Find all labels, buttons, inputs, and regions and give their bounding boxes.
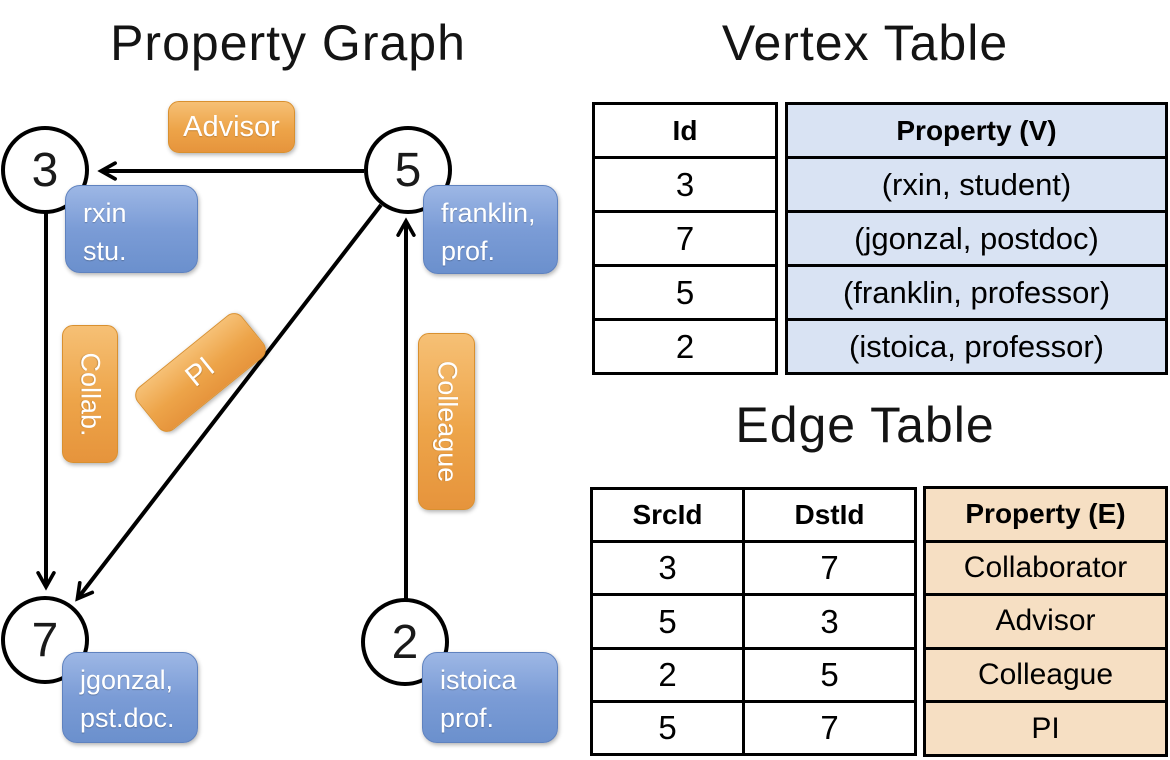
node-5-property-line1: franklin, (441, 198, 536, 228)
node-2-property-card: istoica prof. (422, 652, 558, 743)
vertex-table-title: Vertex Table (721, 15, 1009, 71)
node-7-property-line2: pst.doc. (80, 702, 175, 733)
edge-row-srcid: 5 (593, 596, 745, 647)
graph-edges-layer (0, 0, 580, 760)
edge-table-title: Edge Table (735, 397, 995, 453)
edge-row-property: Colleague (926, 646, 1165, 701)
node-2-property-line2: prof. (440, 702, 495, 733)
property-graph-title: Property Graph (110, 15, 466, 71)
edge-table-property-column: Property (E) Collaborator Advisor Collea… (923, 486, 1168, 757)
edge-label-colleague: Colleague (418, 333, 475, 510)
edge-label-pi-text: PI (179, 351, 221, 394)
edge-table-header-srcid: SrcId (593, 490, 745, 541)
node-3-property-line1: rxin (83, 198, 127, 228)
node-7-id: 7 (31, 613, 59, 667)
vertex-table-id-column: Id 3 7 5 2 (592, 102, 778, 375)
node-circle-2: 2 (361, 598, 449, 686)
vertex-row-property: (franklin, professor) (788, 264, 1165, 318)
node-3-id: 3 (31, 143, 59, 197)
edge-row-property: PI (926, 700, 1165, 754)
edge-table-header-property: Property (E) (926, 489, 1165, 540)
edge-row-srcid: 5 (593, 702, 745, 754)
vertex-row-id: 5 (595, 264, 775, 318)
edge-row-srcid: 3 (593, 543, 745, 594)
node-7-property-line1: jgonzal, (80, 665, 174, 695)
vertex-table-header-id: Id (672, 114, 698, 146)
edge-table-id-columns: SrcId DstId 3 7 5 3 2 5 5 7 (590, 487, 917, 756)
node-7-property-card: jgonzal, pst.doc. (62, 652, 198, 743)
edge-row-srcid: 2 (593, 649, 745, 700)
edge-row-dstid: 7 (820, 549, 839, 587)
edge-label-advisor: Advisor (168, 101, 295, 153)
vertex-row-id: 2 (595, 318, 775, 372)
edge-row-dstid: 7 (820, 708, 839, 746)
vertex-row-id: 7 (595, 210, 775, 264)
node-3-property-card: rxin stu. (65, 185, 198, 273)
node-circle-5: 5 (364, 126, 452, 214)
edge-row-property: Advisor (926, 593, 1165, 647)
vertex-row-id: 3 (595, 156, 775, 210)
node-3-property-line2: stu. (83, 235, 127, 266)
vertex-row-property: (rxin, student) (788, 156, 1165, 210)
vertex-table-property-column: Property (V) (rxin, student) (jgonzal, p… (785, 102, 1168, 375)
vertex-row-property: (jgonzal, postdoc) (788, 210, 1165, 264)
vertex-table-header-property: Property (V) (788, 105, 1165, 156)
edge-label-collab: Collab. (62, 325, 118, 463)
edge-table-header-dstid: DstId (794, 499, 865, 531)
node-2-id: 2 (391, 615, 419, 669)
edge-row-dstid: 5 (820, 655, 839, 693)
vertex-row-property: (istoica, professor) (788, 318, 1165, 372)
edge-row-dstid: 3 (820, 602, 839, 640)
edge-label-collab-text: Collab. (75, 351, 106, 437)
edge-label-colleague-text: Colleague (432, 360, 462, 483)
edge-5-to-7-arrow (78, 203, 383, 598)
edge-label-advisor-text: Advisor (183, 110, 280, 143)
node-5-property-line2: prof. (441, 235, 496, 266)
node-5-id: 5 (394, 143, 422, 197)
node-5-property-card: franklin, prof. (423, 185, 558, 274)
node-2-property-line1: istoica (440, 665, 517, 695)
edge-row-property: Collaborator (926, 539, 1165, 594)
